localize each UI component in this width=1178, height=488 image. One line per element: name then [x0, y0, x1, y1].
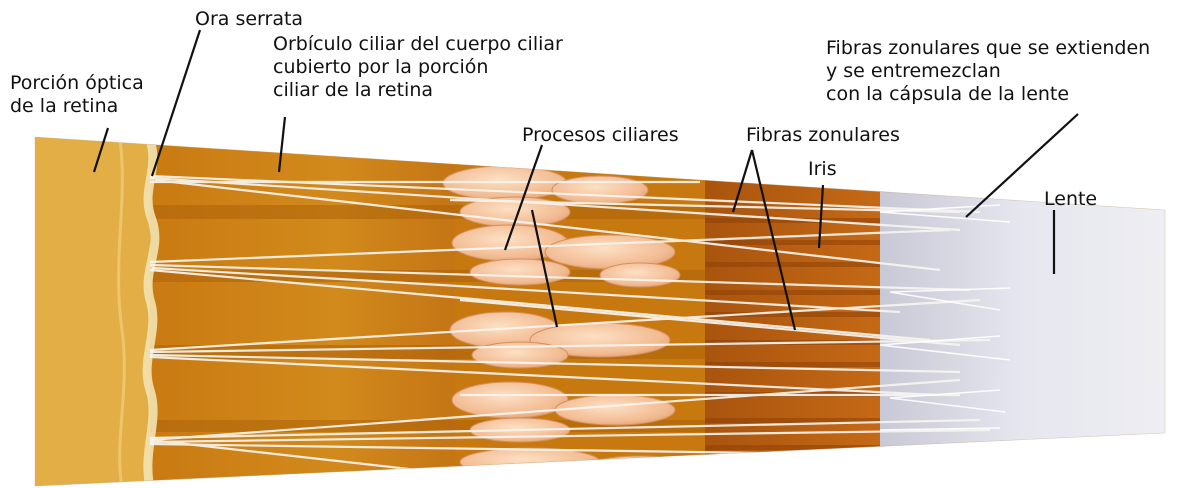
label-fibras-zonulares: Fibras zonulares	[746, 124, 900, 146]
leader-iris	[817, 184, 825, 249]
label-lente: Lente	[1044, 188, 1098, 210]
leader-procesos-2	[530, 209, 559, 328]
label-iris: Iris	[808, 158, 837, 180]
ora-serrata-edge	[142, 138, 160, 486]
leader-procesos-1	[503, 144, 544, 251]
zonular-fibers	[149, 174, 991, 486]
leader-capsula	[965, 113, 1079, 218]
label-procesos-ciliares: Procesos ciliares	[522, 124, 679, 146]
lens-region	[880, 137, 1165, 486]
label-orbiculo-ciliar: Orbículo ciliar del cuerpo ciliar cubier…	[273, 33, 563, 101]
label-retina-optica: Porción óptica de la retina	[10, 72, 144, 117]
leader-retina-optica	[92, 127, 110, 173]
label-fibras-capsula: Fibras zonulares que se extienden y se e…	[826, 37, 1151, 105]
leader-orbiculo	[277, 116, 287, 173]
optic-retina-region	[35, 137, 155, 486]
leader-fibras-2	[750, 149, 797, 331]
leader-lines	[92, 29, 1079, 331]
leader-fibras-1	[731, 149, 754, 213]
label-ora-serrata: Ora serrata	[195, 8, 304, 30]
leader-ora-serrata	[150, 29, 202, 177]
capsule-fiber-fans	[879, 204, 1011, 431]
